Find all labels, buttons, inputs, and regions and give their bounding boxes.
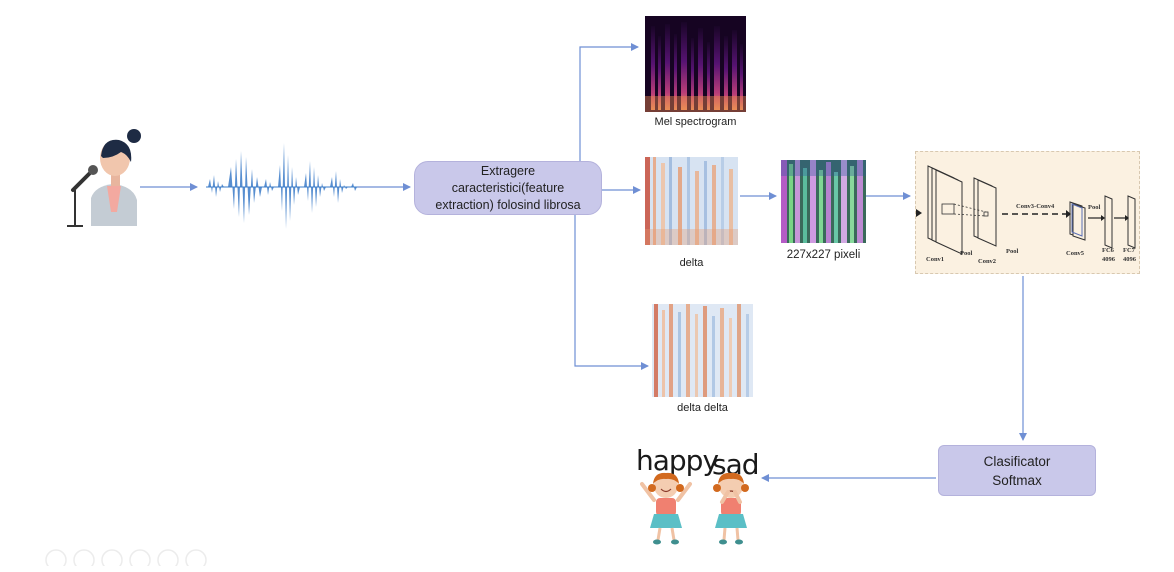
delta-delta-caption: delta delta [677, 402, 728, 414]
cnn-architecture-panel: Conv1 Pool Conv2 Pool Conv3-Conv4 Pool C… [915, 151, 1140, 274]
delta-feature-image [645, 157, 738, 245]
cnn-label-pool2: Pool [1006, 248, 1019, 255]
cnn-label-fc6: FC6 [1102, 247, 1114, 254]
cnn-label-conv5: Conv5 [1066, 250, 1085, 257]
cnn-layers-drawing [916, 165, 1136, 255]
cnn-label-conv2: Conv2 [978, 258, 997, 265]
audio-waveform-icon [206, 143, 358, 229]
cnn-label-pool1: Pool [960, 250, 973, 257]
classifier-line-1: Clasificator [983, 453, 1051, 469]
decorative-circles [45, 549, 207, 566]
cnn-label-fc6-units: 4096 [1102, 256, 1115, 263]
sad-girl-icon [713, 472, 749, 545]
cnn-label-fc7: FC7 [1123, 247, 1135, 254]
arrow-process-to-mel [579, 43, 639, 161]
softmax-classifier-box: Clasificator Softmax [938, 445, 1096, 496]
delta-delta-feature-image [652, 304, 753, 397]
feature-extraction-box: Extragere caracteristici(feature extract… [414, 161, 602, 215]
arrow-process-to-delta-delta [574, 215, 649, 370]
mel-spectrogram-image [645, 16, 746, 112]
cnn-label-pool3: Pool [1088, 204, 1101, 211]
classifier-line-2: Softmax [992, 472, 1042, 488]
delta-caption: delta [679, 257, 704, 269]
speaker-person-icon [67, 129, 141, 227]
cnn-label-fc7-units: 4096 [1123, 256, 1136, 263]
cnn-label-conv3-conv4: Conv3-Conv4 [1016, 203, 1055, 210]
happy-girl-icon [640, 472, 692, 545]
happy-label: happy [636, 444, 719, 477]
resized-image-caption: 227x227 pixeli [786, 249, 861, 261]
mel-spectrogram-caption: Mel spectrogram [654, 116, 737, 128]
resized-rgb-feature-image [781, 160, 866, 243]
cnn-label-conv1: Conv1 [926, 256, 945, 263]
